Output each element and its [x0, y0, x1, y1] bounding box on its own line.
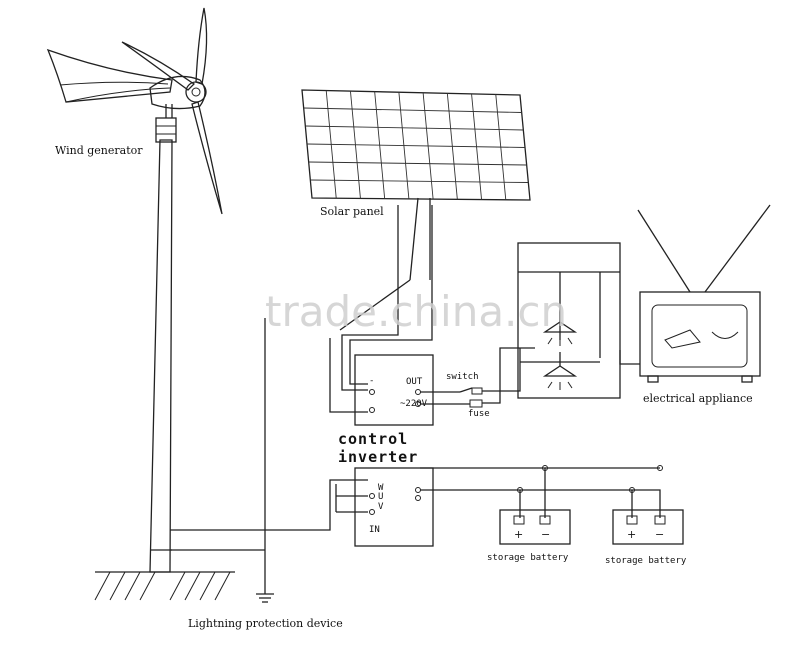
storage-battery-2-label: storage battery	[605, 556, 687, 566]
wind-generator-label: Wind generator	[55, 144, 143, 157]
lightning-protection-label: Lightning protection device	[188, 617, 343, 630]
lightning-protection	[170, 318, 274, 603]
svg-text:-: -	[369, 376, 374, 386]
battery-1-minus: −	[541, 528, 550, 541]
v-terminal-label: V	[378, 502, 384, 512]
battery-2-plus: +	[627, 528, 636, 541]
inverter-label: inverter	[338, 448, 418, 466]
switch-label: switch	[446, 372, 479, 382]
battery-1-plus: +	[514, 528, 523, 541]
w-terminal-label: W	[378, 483, 384, 493]
battery-wiring	[420, 465, 663, 518]
control-label: control	[338, 430, 408, 448]
battery-2-minus: −	[655, 528, 664, 541]
solar-grid-line	[308, 161, 527, 166]
out-label: OUT	[406, 377, 423, 387]
solar-grid-line	[306, 143, 526, 148]
control-inverter-lower	[170, 467, 434, 547]
storage-battery-1: + −	[499, 509, 571, 545]
ground	[94, 571, 235, 601]
storage-battery-1-label: storage battery	[487, 553, 569, 563]
u-terminal-label: U	[378, 492, 383, 502]
fuse-label: fuse	[468, 409, 490, 419]
ac-voltage-label: ~220V	[400, 399, 428, 409]
wind-generator	[46, 7, 223, 573]
lamp-circuit	[517, 242, 621, 399]
electrical-appliance	[619, 204, 771, 383]
watermark: trade.china.cn	[265, 287, 567, 336]
electrical-appliance-label: electrical appliance	[643, 392, 753, 405]
solar-panel-label: Solar panel	[320, 205, 384, 218]
solar-grid-line	[305, 125, 524, 131]
control-inverter-upper: -	[354, 354, 434, 426]
storage-battery-2: + −	[612, 509, 684, 545]
solar-grid-line	[310, 179, 529, 183]
solar-grid-line	[303, 107, 522, 113]
solar-panel	[301, 89, 531, 331]
in-label: IN	[369, 525, 380, 535]
